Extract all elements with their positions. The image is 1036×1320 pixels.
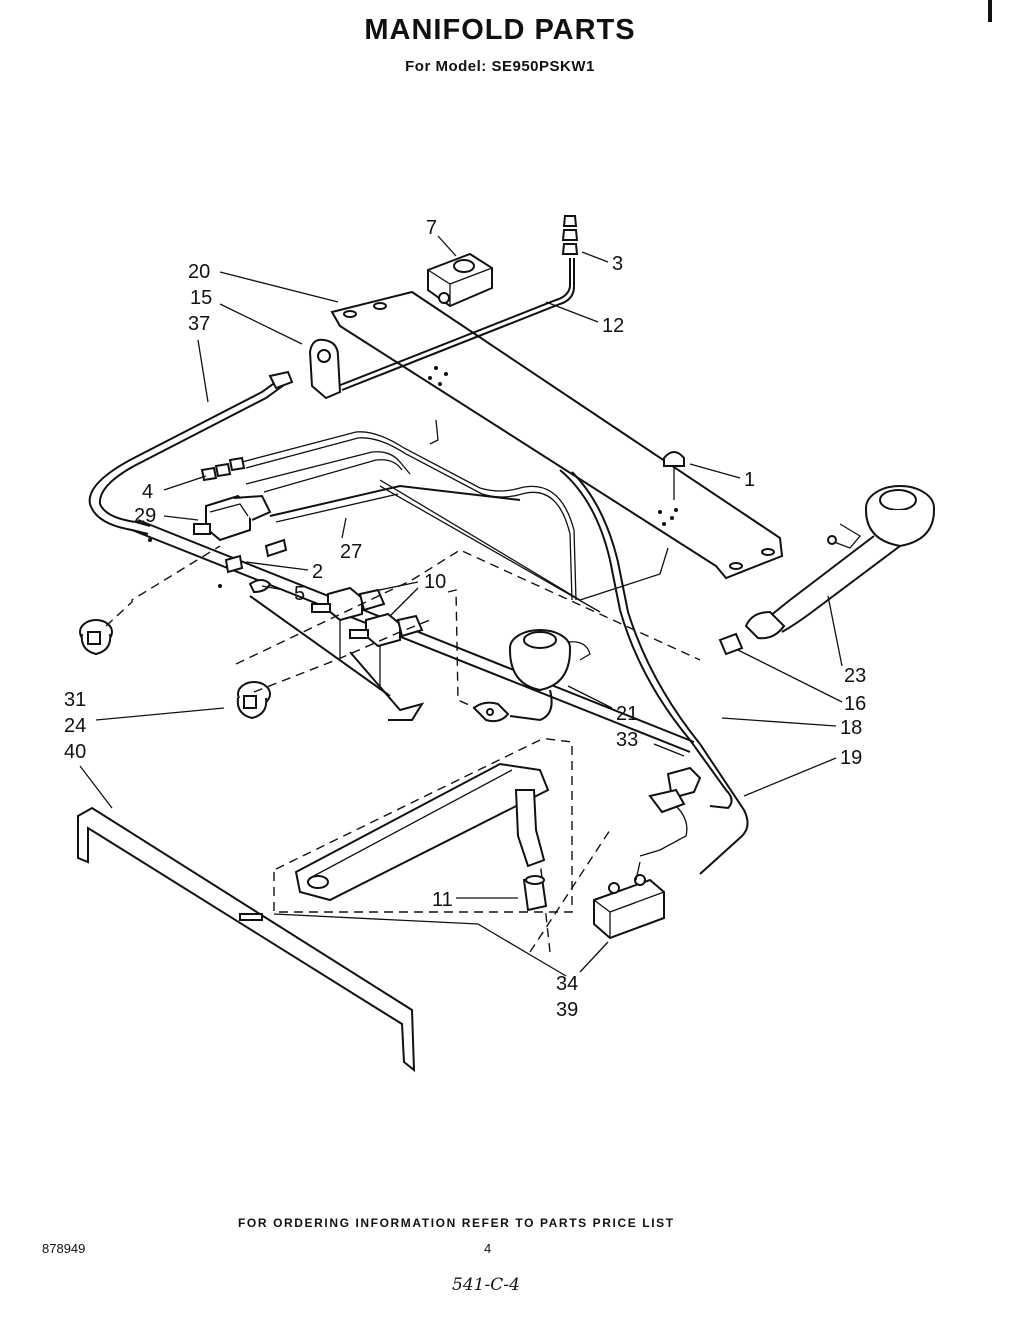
safety-valve-part [593,766,702,940]
page-number: 4 [484,1241,492,1256]
callout-34: 34 [556,973,578,995]
callout-12: 12 [602,315,624,337]
callout-31: 31 [64,689,86,711]
top-tube-part [337,215,579,391]
oven-thermostat-part [193,494,272,542]
callout-37: 37 [188,313,210,335]
callout-7: 7 [426,217,437,239]
callout-24: 24 [64,715,86,737]
callout-20: 20 [188,261,210,283]
callout-27: 27 [340,541,362,563]
callout-labels: 1 2 3 4 5 7 10 11 12 15 16 18 19 20 21 2… [64,217,866,1021]
callout-15: 15 [190,287,212,309]
callout-40: 40 [64,741,86,763]
page-title: MANIFOLD PARTS [364,14,636,46]
callout-21: 21 [616,703,638,725]
callout-16: 16 [844,693,866,715]
small-fitting-part [224,538,288,594]
pilot-tubes-part [241,419,749,875]
callout-11: 11 [432,889,453,911]
document-number: 878949 [42,1241,86,1256]
oven-tube-part [88,370,294,535]
callout-19: 19 [840,747,862,769]
leader-lines [79,235,843,977]
callout-10: 10 [424,571,446,593]
assembly-lines [105,545,701,953]
top-cap-part [663,451,685,500]
mounting-bracket-part [308,338,342,400]
burner-valves-part [311,586,424,690]
ordering-note: FOR ORDERING INFORMATION REFER TO PARTS … [238,1216,675,1230]
regulator-part [427,252,493,308]
manifold-bracket-part [330,290,784,580]
burner-tube-part [718,485,935,656]
callout-29: 29 [134,505,156,527]
callout-39: 39 [556,999,578,1021]
surface-burner-part [472,629,591,723]
broiler-burner-part [294,762,550,902]
callout-18: 18 [840,717,862,739]
callout-2: 2 [312,561,323,583]
knob-part [79,619,271,720]
callout-5: 5 [294,583,305,605]
front-panel-part [77,806,416,1073]
callout-3: 3 [612,253,623,275]
pilot-wire-part [249,485,601,721]
callout-1: 1 [744,469,755,491]
callout-33: 33 [616,729,638,751]
fitting-part [200,456,246,482]
callout-4: 4 [142,481,153,503]
orifice-part [522,875,548,912]
scan-corner-mark [988,0,992,22]
model-subtitle: For Model: SE950PSKW1 [405,58,595,75]
handwritten-note: 541-C-4 [452,1275,520,1295]
callout-23: 23 [844,665,866,687]
